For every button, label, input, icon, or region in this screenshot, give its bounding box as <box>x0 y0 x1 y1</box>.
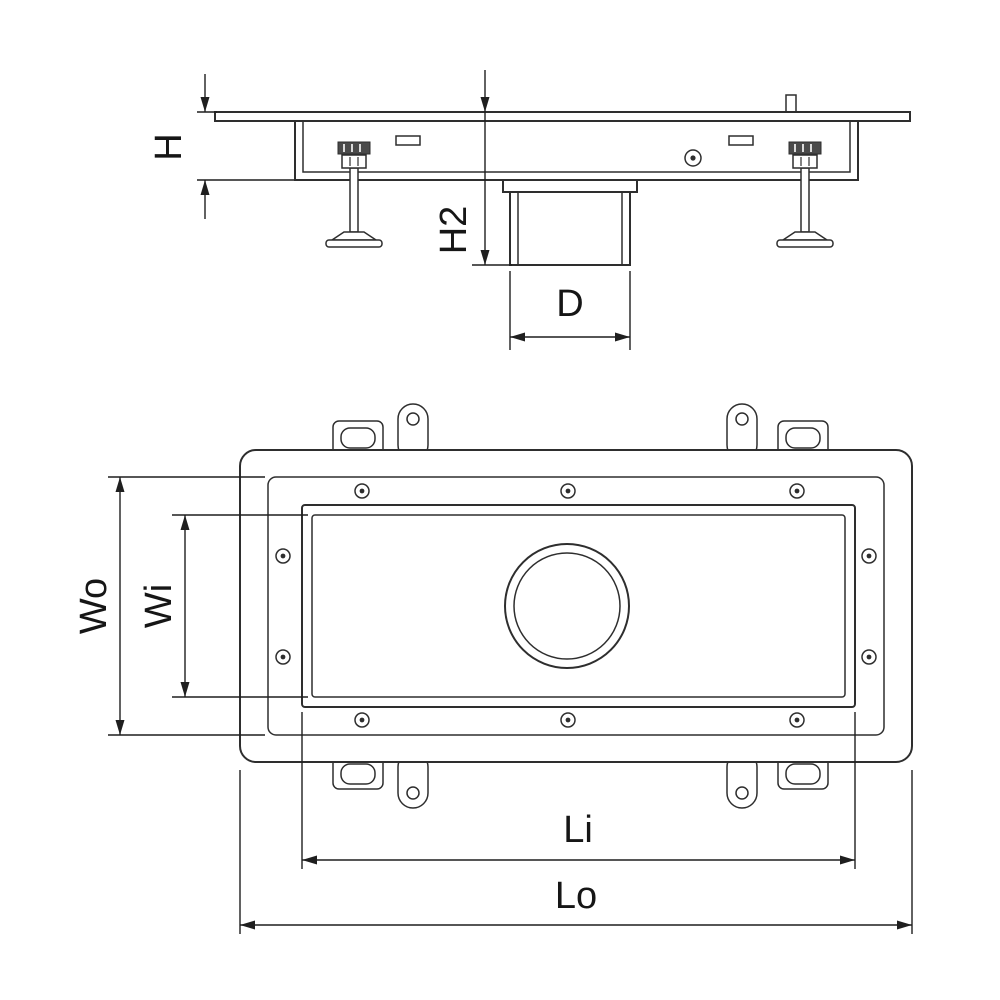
top-flange <box>214 111 911 122</box>
plan-view <box>239 403 913 809</box>
arrow-up-icon <box>200 180 210 195</box>
dimension-wo: Wo <box>73 476 265 736</box>
left-foot <box>325 141 383 248</box>
right-foot <box>776 141 834 248</box>
dim-label-wo: Wo <box>73 578 115 634</box>
ear-hole-top-left <box>406 412 420 426</box>
arrow-right-icon <box>840 855 855 865</box>
dimension-li: Li <box>301 712 856 869</box>
arrow-left-icon <box>510 332 525 342</box>
arrow-right-icon <box>897 920 912 930</box>
dim-label-li: Li <box>563 809 593 851</box>
ear-hole-top-right <box>735 412 749 426</box>
right-foot-base <box>776 239 834 248</box>
outlet-pipe-body <box>509 191 631 266</box>
arrow-right-icon <box>615 332 630 342</box>
channel-body-inner-wall <box>302 120 851 173</box>
dimension-wi: Wi <box>138 514 308 698</box>
side-screw-dot <box>690 155 696 161</box>
channel-opening-outer <box>301 504 856 708</box>
right-foot-rod <box>800 167 810 233</box>
left-foot-cone <box>329 231 379 241</box>
right-foot-bracket <box>788 141 822 155</box>
ear-hole-bottom-left <box>406 786 420 800</box>
dim-label-d: D <box>556 283 583 325</box>
arrow-down-icon <box>480 250 490 265</box>
dim-label-h: H <box>148 133 190 160</box>
outlet-circle-outer <box>504 543 630 669</box>
side-view <box>214 94 911 266</box>
arrow-left-icon <box>302 855 317 865</box>
body-slot-left <box>395 135 421 146</box>
clip-slot-bottom-right <box>785 763 821 785</box>
flange-screws <box>275 483 877 728</box>
dim-label-wi: Wi <box>138 584 180 628</box>
arrow-left-icon <box>240 920 255 930</box>
arrow-down-icon <box>480 97 490 112</box>
right-foot-cone <box>780 231 830 241</box>
dim-label-h2: H2 <box>433 206 475 255</box>
outlet-collar <box>502 179 638 193</box>
arrow-down-icon <box>180 682 190 697</box>
arrow-down-icon <box>115 720 125 735</box>
right-foot-nut <box>792 154 818 169</box>
body-slot-right <box>728 135 754 146</box>
outlet-circle-inner <box>513 552 621 660</box>
dimension-h2: H2 <box>433 70 512 266</box>
flange-inner-edge <box>267 476 885 736</box>
dimension-lo: Lo <box>239 770 913 934</box>
left-foot-rod <box>349 167 359 233</box>
clip-slot-top-left <box>340 427 376 449</box>
dimension-h: H <box>148 74 294 219</box>
left-foot-base <box>325 239 383 248</box>
left-foot-bracket <box>337 141 371 155</box>
dimension-d: D <box>509 271 631 350</box>
arrow-up-icon <box>115 477 125 492</box>
dim-label-lo: Lo <box>555 875 597 917</box>
arrow-up-icon <box>180 515 190 530</box>
outlet-pipe <box>502 179 638 266</box>
outer-flange <box>239 449 913 763</box>
arrow-down-icon <box>200 97 210 112</box>
channel-opening-inner <box>311 514 846 698</box>
channel-body <box>294 120 859 181</box>
left-foot-nut <box>341 154 367 169</box>
ear-hole-bottom-right <box>735 786 749 800</box>
clip-slot-top-right <box>785 427 821 449</box>
clip-slot-bottom-left <box>340 763 376 785</box>
